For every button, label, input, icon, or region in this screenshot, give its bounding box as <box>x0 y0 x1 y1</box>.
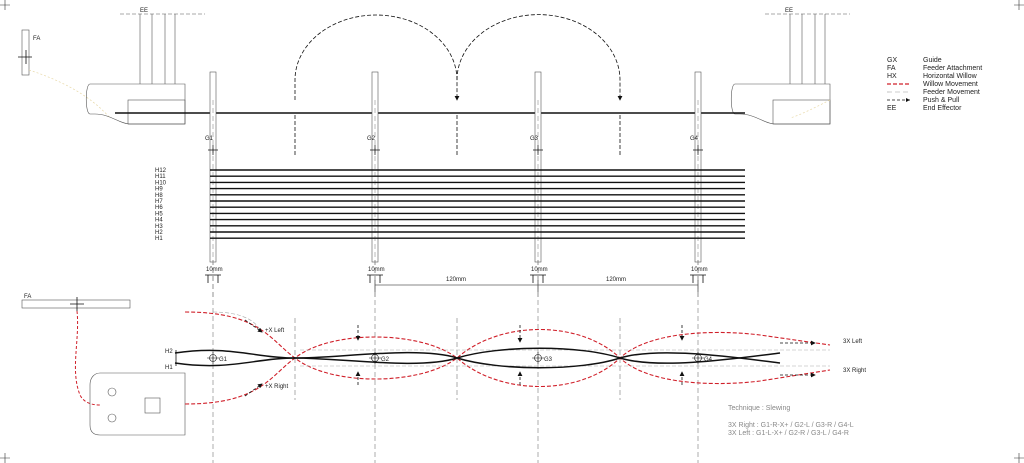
bottom-view: FA H2 H1 <box>21 260 866 463</box>
legend-key: HX <box>887 73 897 80</box>
legend-key: EE <box>887 105 897 112</box>
guide-label-bottom: G4 <box>704 357 713 363</box>
willow-label: H1 <box>155 236 163 242</box>
willow-label: H12 <box>155 168 167 174</box>
willow-label: H5 <box>155 211 163 217</box>
fa-label-bottom: FA <box>24 294 31 300</box>
dim-10mm: 10mm <box>206 267 223 273</box>
guide-label: G2 <box>367 136 376 142</box>
dim-120mm-1: 120mm <box>446 277 466 283</box>
dim-10mm: 10mm <box>691 267 708 273</box>
technique-note: Technique : Slewing <box>728 405 790 412</box>
push-pull-arcs <box>294 14 623 155</box>
3x-right-label: 3X Right <box>843 368 866 374</box>
willow-label: H2 <box>155 230 163 236</box>
willow-label: H7 <box>155 199 163 205</box>
ee-label-left: EE <box>140 8 148 14</box>
guide-label: G1 <box>205 136 214 142</box>
willow-label: H9 <box>155 187 163 193</box>
willow-movement <box>184 311 831 405</box>
feeder-attachment <box>21 299 131 309</box>
willow-label: H4 <box>155 218 163 224</box>
end-effector-left <box>85 13 205 125</box>
legend-desc: Feeder Attachment <box>923 65 982 72</box>
willow-label: H8 <box>155 193 163 199</box>
guide-label-bottom: G1 <box>219 357 228 363</box>
legend-key: FA <box>887 65 896 72</box>
legend-desc: Push & Pull <box>923 97 960 104</box>
top-view: FA EE EE G1 10mm G2 10mm G3 10mm G4 10mm <box>18 8 850 300</box>
guide-label: G3 <box>530 136 539 142</box>
legend-desc: Feeder Movement <box>923 89 980 96</box>
willow-label: H3 <box>155 224 163 230</box>
guide-label: G4 <box>690 136 699 142</box>
guide-label-bottom: G3 <box>544 357 553 363</box>
end-effector-bottom <box>89 372 186 436</box>
end-effector-right <box>730 13 850 125</box>
dim-10mm: 10mm <box>531 267 548 273</box>
x-right-label: +X Right <box>265 384 289 390</box>
legend-desc: Guide <box>923 57 942 64</box>
legend-desc: End Effector <box>923 105 962 112</box>
ee-label-right: EE <box>785 8 793 14</box>
3x-left-label: 3X Left <box>843 339 862 345</box>
h1-label: H1 <box>165 365 173 371</box>
willow-label: H6 <box>155 205 163 211</box>
legend-key: GX <box>887 57 897 64</box>
willow-label: H11 <box>155 174 166 180</box>
legend-desc: Willow Movement <box>923 81 978 88</box>
3x-left-note: 3X Left : G1-L-X+ / G2-R / G3-L / G4-R <box>728 430 849 437</box>
h2-label: H2 <box>165 349 173 355</box>
3x-right-note: 3X Right : G1-R-X+ / G2-L / G3-R / G4-L <box>728 422 854 429</box>
dim-120mm-2: 120mm <box>606 277 626 283</box>
guide-label-bottom: G2 <box>381 357 390 363</box>
dim-10mm: 10mm <box>368 267 385 273</box>
willow-label: H10 <box>155 180 167 186</box>
weave-willows <box>174 347 781 369</box>
x-left-label: +X Left <box>265 328 285 334</box>
legend-desc: Horizontal Willow <box>923 73 978 80</box>
fa-label: FA <box>33 36 40 42</box>
